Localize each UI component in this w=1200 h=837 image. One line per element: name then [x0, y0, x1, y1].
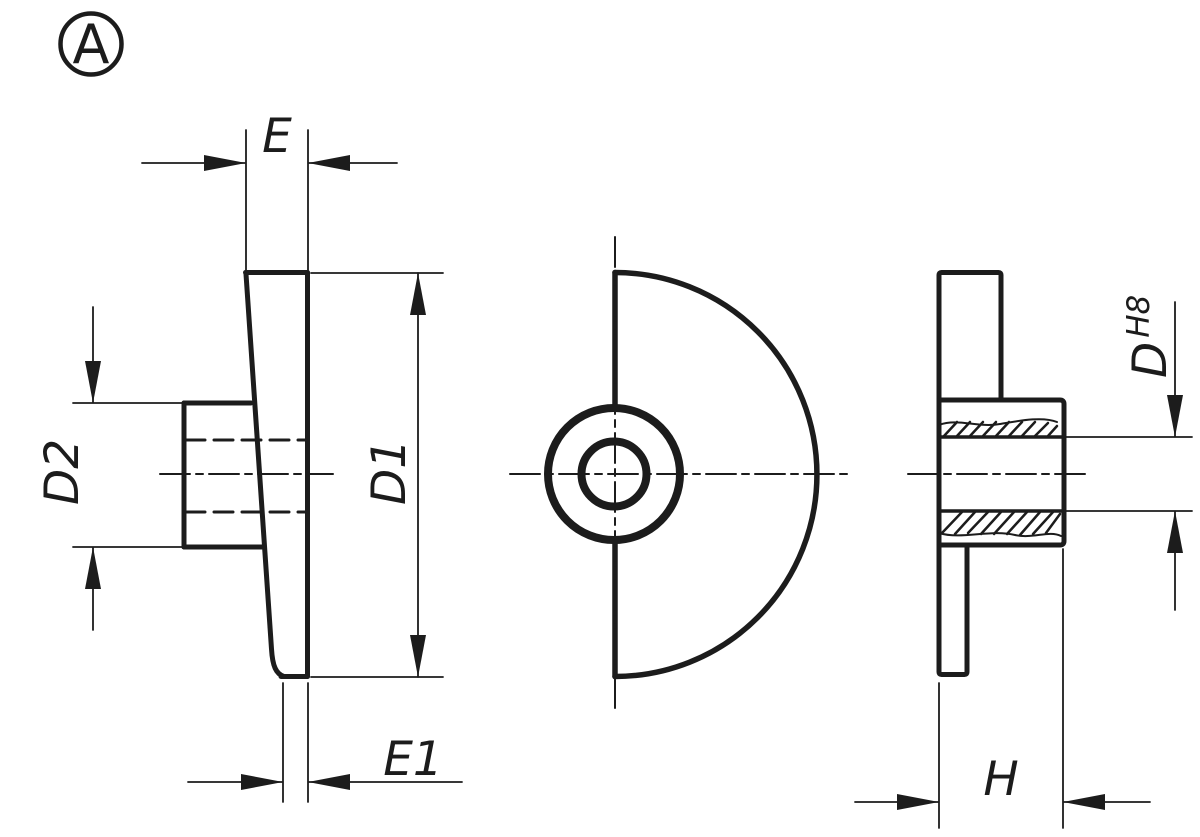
break-line-lower	[938, 532, 1062, 537]
hub-profile	[936, 397, 1067, 548]
dim-label-e: E	[262, 109, 292, 164]
dim-label-d: D H8	[1121, 295, 1178, 378]
disc-upper-edge-profile	[936, 270, 1004, 403]
dim-label-d-tolerance: H8	[1121, 295, 1157, 338]
view-label-letter: A	[73, 13, 110, 76]
hatch-line	[1018, 510, 1042, 537]
arrowhead-icon	[85, 547, 101, 589]
arrowhead-icon	[1063, 794, 1105, 810]
hatch-line	[1044, 512, 1062, 535]
dimension-e1: E1	[187, 682, 463, 803]
arrowhead-icon	[1167, 395, 1183, 437]
dim-label-e1: E1	[383, 732, 443, 787]
hatch-line	[1020, 420, 1037, 438]
arrowhead-icon	[308, 774, 350, 790]
dimension-h: H	[854, 548, 1151, 829]
dimension-d1: D1	[310, 272, 444, 678]
dim-label-d2: D2	[35, 439, 90, 505]
dimension-d2: D2	[35, 306, 185, 631]
hatch-line	[955, 420, 972, 438]
hatch-line	[1031, 510, 1055, 536]
dimension-d-h8: D H8	[1065, 295, 1193, 611]
hatch-line	[1005, 510, 1029, 536]
arrowhead-icon	[308, 155, 350, 171]
front-view-middle	[509, 236, 848, 709]
view-label-circle	[58, 11, 124, 77]
section-hatching-upper	[942, 420, 1059, 438]
hatch-line	[942, 420, 959, 438]
dim-label-d-letter: D	[1123, 342, 1178, 378]
hatch-line	[981, 420, 998, 438]
hatch-line	[1007, 420, 1024, 438]
side-view-left	[159, 270, 334, 679]
dim-label-h: H	[983, 752, 1018, 807]
hatch-line	[968, 420, 985, 438]
dimension-e: E	[141, 109, 398, 272]
arrowhead-icon	[410, 635, 426, 677]
dim-label-d1: D1	[362, 439, 417, 505]
section-hatching-lower	[940, 510, 1062, 537]
arrowhead-icon	[241, 774, 283, 790]
hatch-line	[1046, 424, 1059, 438]
arrowhead-icon	[410, 273, 426, 315]
hatch-line	[953, 510, 977, 536]
view-label-badge: A	[58, 11, 124, 77]
hatch-line	[1033, 421, 1050, 438]
arrowhead-icon	[1167, 511, 1183, 553]
arrowhead-icon	[85, 361, 101, 403]
hatch-line	[979, 510, 1003, 536]
hatch-line	[994, 420, 1011, 438]
arrowhead-icon	[204, 155, 246, 171]
side-view-right	[907, 270, 1091, 677]
hatch-line	[966, 510, 990, 535]
hatch-line	[940, 510, 964, 535]
disc-lower-edge-profile	[936, 542, 970, 677]
arrowhead-icon	[897, 794, 939, 810]
hatch-line	[992, 510, 1016, 536]
disc-tapered-face	[243, 271, 287, 679]
